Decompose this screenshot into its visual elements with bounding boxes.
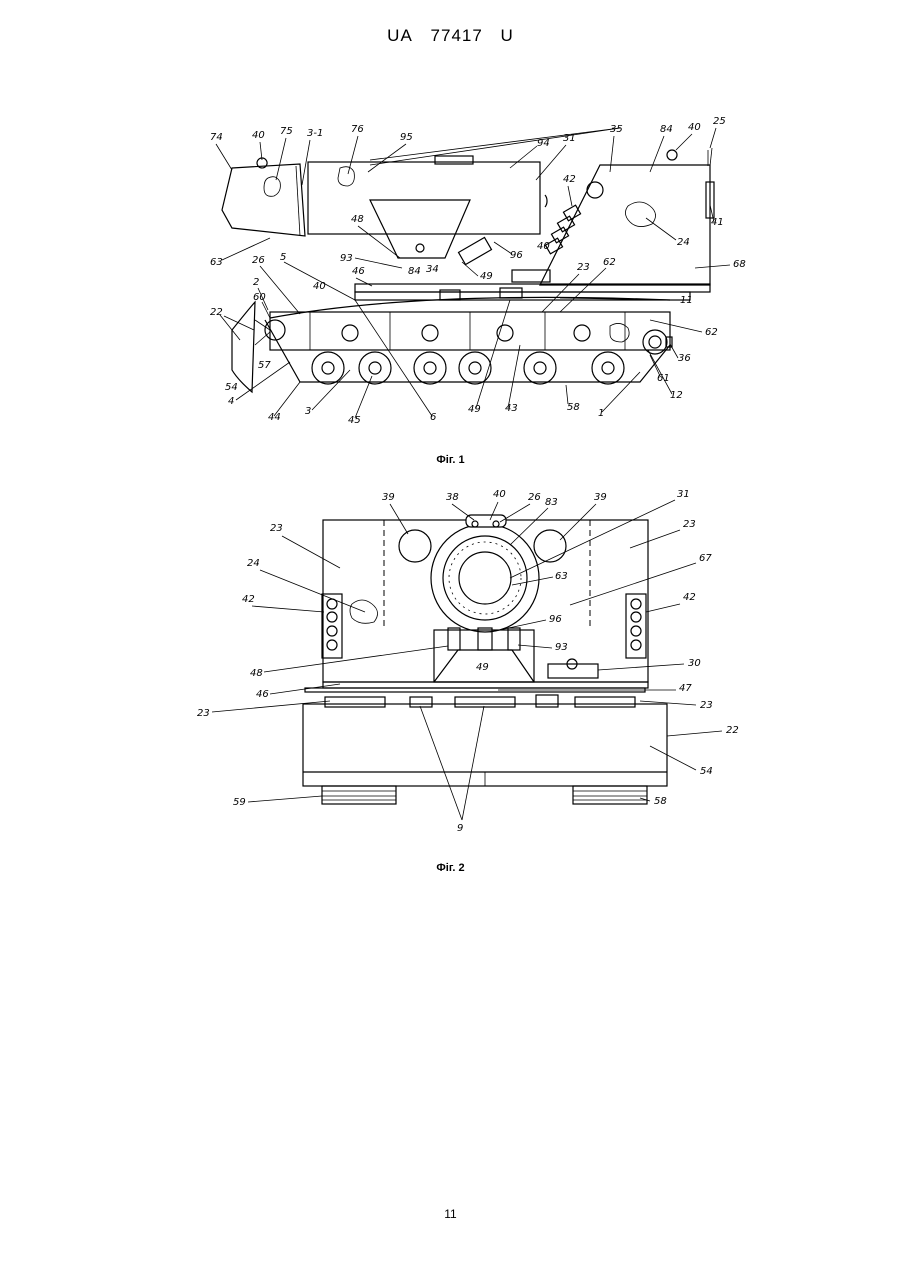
reference-numeral: 42: [683, 592, 696, 603]
reference-numeral: 26: [528, 492, 541, 503]
reference-numeral: 47: [679, 683, 692, 694]
figure-2-caption: Фіг. 2: [0, 862, 901, 874]
reference-numeral: 40: [493, 489, 506, 500]
reference-numeral: 9: [457, 823, 463, 834]
reference-numeral: 22: [726, 725, 739, 736]
reference-numeral: 96: [549, 614, 562, 625]
reference-numeral: 63: [555, 571, 568, 582]
reference-numeral: 30: [688, 658, 701, 669]
reference-numeral: 23: [700, 700, 713, 711]
reference-numeral: 23: [197, 708, 210, 719]
reference-numeral: 59: [233, 797, 246, 808]
reference-numeral: 54: [700, 766, 713, 777]
reference-numeral: 24: [247, 558, 260, 569]
reference-numeral: 38: [446, 492, 459, 503]
reference-numeral: 46: [256, 689, 269, 700]
reference-numeral: 67: [699, 553, 712, 564]
reference-numeral: 23: [683, 519, 696, 530]
reference-numeral: 49: [476, 662, 489, 673]
reference-numeral: 39: [594, 492, 607, 503]
reference-numeral: 23: [270, 523, 283, 534]
reference-numeral: 48: [250, 668, 263, 679]
reference-numeral: 31: [677, 489, 690, 500]
page-number: 11: [0, 1207, 901, 1221]
reference-numeral: 39: [382, 492, 395, 503]
figure-2-drawing: 39 38 40 26 83 39 31 23 23 67 24 63 42 4…: [0, 0, 901, 860]
reference-numeral: 42: [242, 594, 255, 605]
reference-numeral: 93: [555, 642, 568, 653]
reference-numeral: 83: [545, 497, 558, 508]
reference-numeral: 58: [654, 796, 667, 807]
